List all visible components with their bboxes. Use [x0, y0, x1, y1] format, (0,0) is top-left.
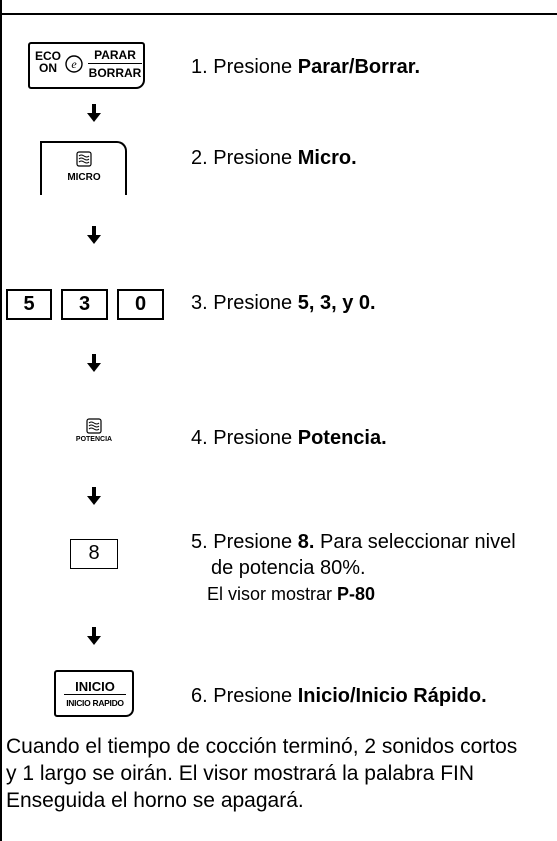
inicio-label: INICIO: [64, 679, 126, 695]
step-5-text: 5. Presione 8. Para seleccionar nivel de…: [191, 529, 516, 607]
step-5-display-text: El visor mostrar P-80: [207, 584, 376, 604]
footer-line-2: y 1 largo se oirán. El visor mostrará la…: [6, 762, 475, 785]
parar-borrar-key[interactable]: ECO ON e PARAR BORRAR: [28, 42, 145, 89]
arrow-down-icon: [87, 627, 101, 645]
borrar-label: BORRAR: [88, 66, 142, 80]
arrow-down-icon: [87, 487, 101, 505]
key-8-label: 8: [88, 542, 100, 564]
step-2-text: 2. Presione Micro.: [191, 147, 357, 169]
micro-icon: [76, 151, 92, 172]
arrow-down-icon: [87, 226, 101, 244]
potencia-icon: [86, 418, 102, 439]
parar-label: PARAR: [88, 48, 142, 64]
key-5[interactable]: 5: [6, 289, 52, 320]
arrow-down-icon: [87, 354, 101, 372]
step-4-text: 4. Presione Potencia.: [191, 427, 387, 449]
frame-top-border: [0, 13, 557, 15]
frame-left-border: [0, 0, 2, 841]
footer-note: Cuando el tiempo de cocción terminó, 2 s…: [6, 733, 556, 814]
step-1-text: 1. Presione Parar/Borrar.: [191, 56, 421, 78]
footer-line-3: Enseguida el horno se apagará.: [6, 789, 304, 812]
eco-leaf-icon: e: [64, 54, 84, 79]
inicio-key[interactable]: INICIO INICIO RAPIDO: [54, 670, 134, 717]
eco-on-label: ECO ON: [35, 49, 62, 75]
step-5-line2: de potencia 80%.: [211, 557, 366, 579]
svg-text:e: e: [71, 57, 77, 71]
key-0[interactable]: 0: [117, 289, 164, 320]
key-8[interactable]: 8: [70, 539, 118, 569]
potencia-label: POTENCIA: [75, 436, 113, 443]
step-6-text: 6. Presione Inicio/Inicio Rápido.: [191, 685, 487, 707]
step-3-text: 3. Presione 5, 3, y 0.: [191, 292, 376, 314]
micro-key[interactable]: MICRO: [40, 141, 127, 195]
inicio-rapido-label: INICIO RAPIDO: [66, 698, 124, 708]
potencia-key[interactable]: POTENCIA: [74, 418, 114, 456]
key-3[interactable]: 3: [61, 289, 108, 320]
micro-label: MICRO: [67, 172, 101, 183]
footer-line-1: Cuando el tiempo de cocción terminó, 2 s…: [6, 735, 518, 758]
arrow-down-icon: [87, 104, 101, 122]
